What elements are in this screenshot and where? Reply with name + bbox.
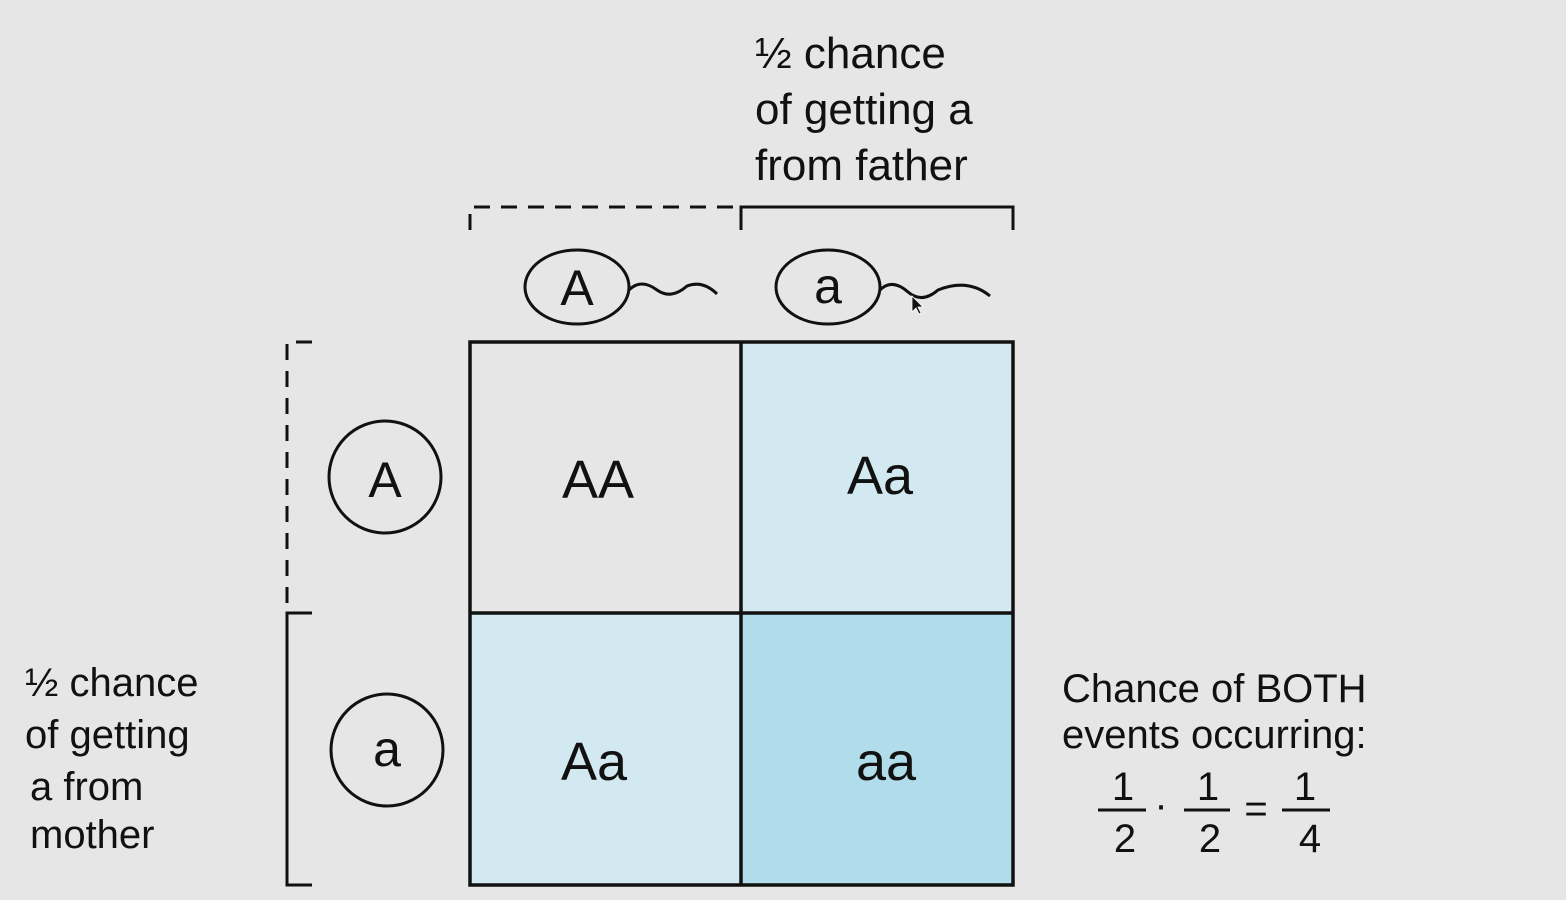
allele-label: a bbox=[373, 721, 401, 777]
allele-label: A bbox=[368, 452, 402, 508]
mother-annotation-line: of getting bbox=[25, 713, 190, 757]
solid-bracket-a bbox=[285, 611, 312, 887]
fraction-denominator: 2 bbox=[1114, 817, 1136, 861]
egg-icon bbox=[329, 692, 445, 808]
sperm-tail-icon bbox=[878, 283, 991, 299]
result-line: events occurring: bbox=[1062, 713, 1367, 757]
dashed-bracket-A bbox=[285, 340, 312, 613]
father-annotation: ½ chance of getting a from father bbox=[755, 29, 973, 190]
egg-icon bbox=[327, 419, 443, 535]
mother-bracket bbox=[285, 340, 312, 887]
cell-Aa-top bbox=[741, 342, 1013, 613]
father-annotation-line: ½ chance bbox=[755, 29, 946, 78]
solid-bracket-a bbox=[739, 205, 1015, 230]
probability-formula: 1 2 · 1 2 = 1 4 bbox=[1098, 765, 1330, 861]
father-bracket bbox=[468, 205, 1015, 230]
mouse-cursor-icon bbox=[911, 295, 924, 315]
sperm-head-icon bbox=[523, 248, 631, 326]
father-annotation-line: from father bbox=[755, 141, 968, 190]
dashed-bracket-A bbox=[468, 205, 741, 230]
father-allele-a: a bbox=[774, 248, 991, 326]
cell-AA bbox=[470, 342, 741, 613]
fraction-numerator: 1 bbox=[1197, 765, 1219, 809]
sperm-head-icon bbox=[774, 248, 882, 326]
mother-annotation-line: mother bbox=[30, 813, 155, 857]
allele-label: a bbox=[814, 258, 842, 314]
result-annotation: Chance of BOTH events occurring: bbox=[1062, 667, 1367, 757]
genotype-label: AA bbox=[562, 450, 634, 510]
mother-annotation-line: a from bbox=[30, 765, 143, 809]
result-line: Chance of BOTH bbox=[1062, 667, 1367, 711]
multiply-operator: · bbox=[1154, 783, 1167, 827]
fraction-numerator: 1 bbox=[1294, 765, 1316, 809]
allele-label: A bbox=[560, 260, 594, 316]
mother-allele-a: a bbox=[329, 692, 445, 808]
mother-annotation: ½ chance of getting a from mother bbox=[25, 661, 198, 857]
sperm-tail-icon bbox=[627, 282, 719, 296]
genotype-label: Aa bbox=[561, 732, 628, 792]
father-allele-A: A bbox=[523, 248, 719, 326]
genotype-label: Aa bbox=[847, 446, 914, 506]
fraction-denominator: 2 bbox=[1199, 817, 1221, 861]
genotype-label: aa bbox=[856, 732, 917, 792]
fraction-numerator: 1 bbox=[1112, 765, 1134, 809]
mother-allele-A: A bbox=[327, 419, 443, 535]
cell-Aa-bottom bbox=[470, 613, 741, 885]
equals-sign: = bbox=[1244, 787, 1267, 831]
father-annotation-line: of getting a bbox=[755, 85, 973, 134]
fraction-denominator: 4 bbox=[1299, 817, 1321, 861]
mother-annotation-line: ½ chance bbox=[25, 661, 198, 705]
cell-aa bbox=[741, 613, 1013, 885]
punnett-grid: AA Aa Aa aa bbox=[468, 340, 1015, 887]
